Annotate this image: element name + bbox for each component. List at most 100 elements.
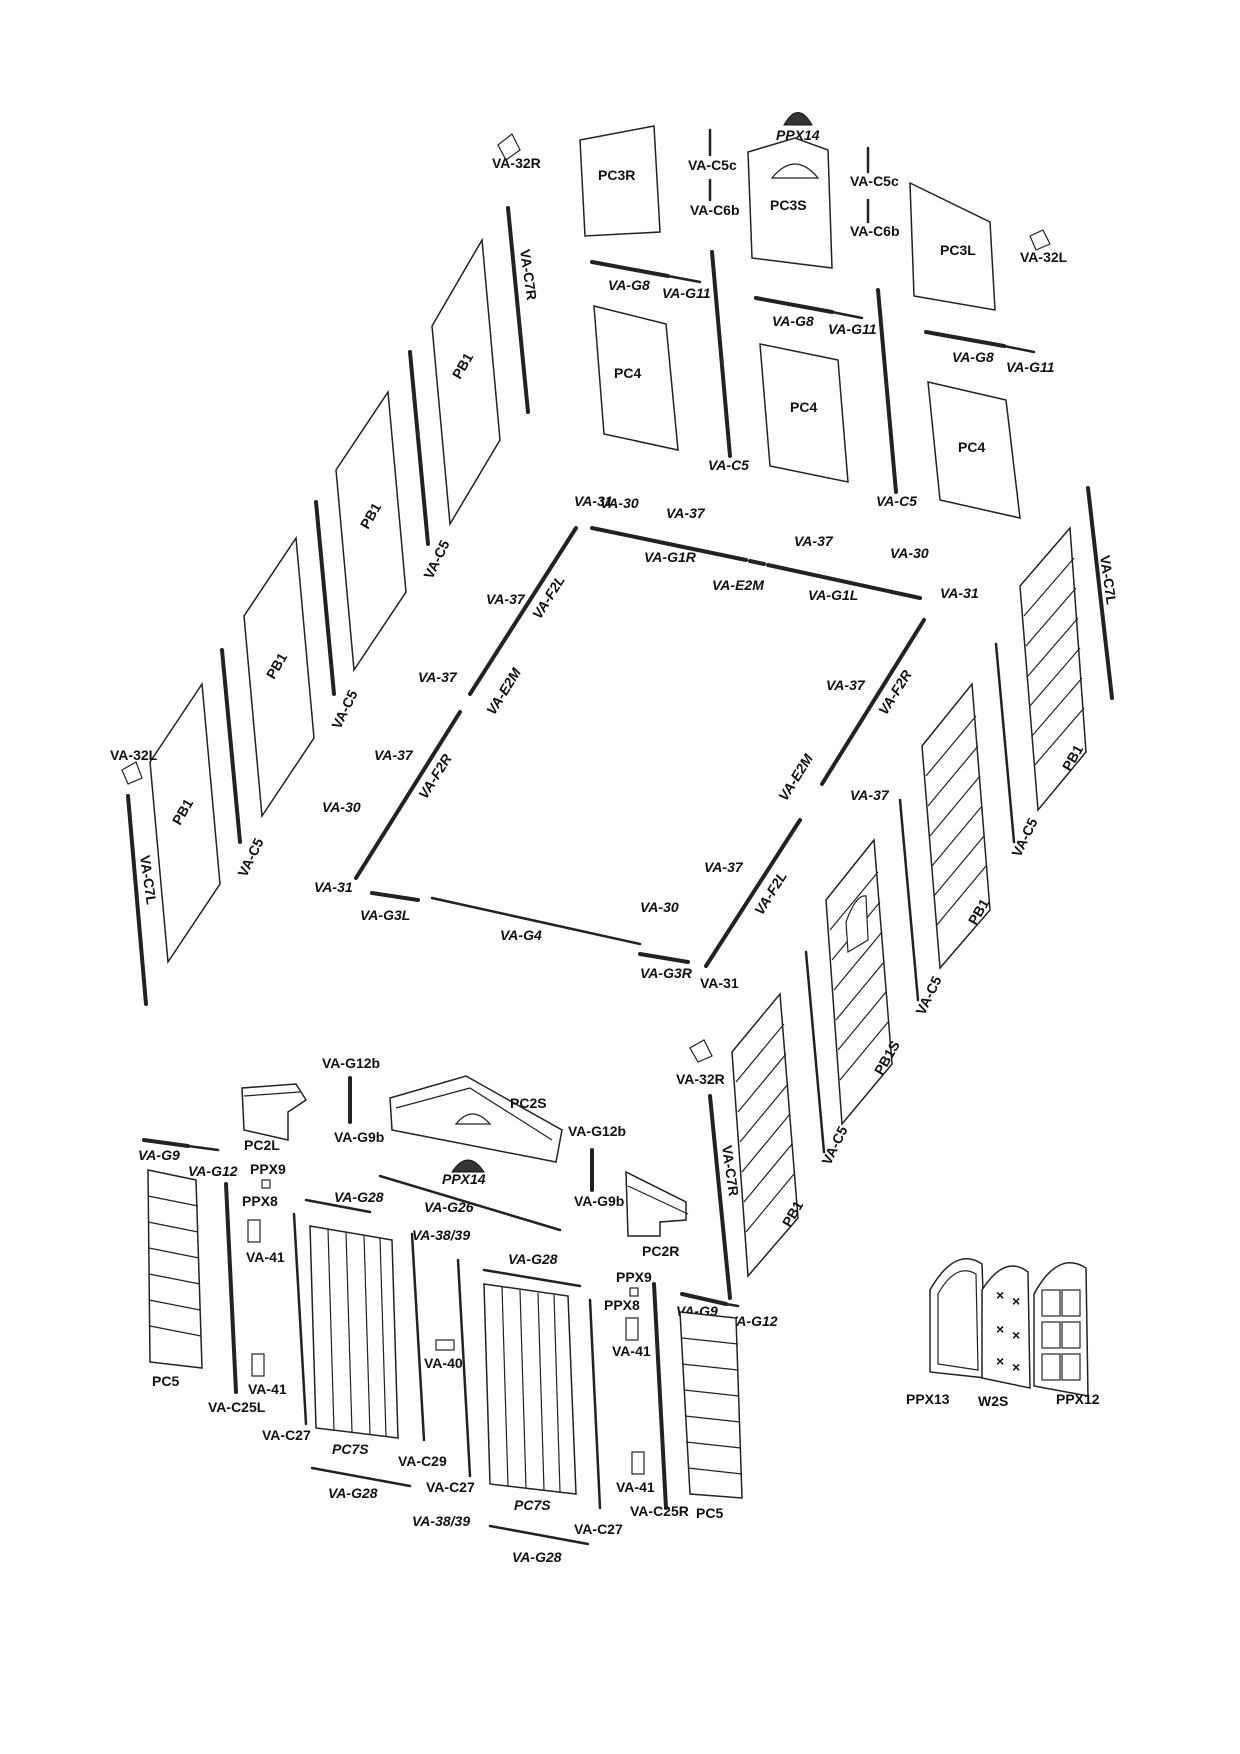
- label-va-c6b-2: VA-C6b: [850, 223, 900, 239]
- label-va-41-d: VA-41: [616, 1479, 655, 1495]
- rail-va-g28-a: [304, 1198, 372, 1214]
- label-pc4-3: PC4: [958, 439, 985, 455]
- label-va-37-f: VA-37: [704, 859, 744, 875]
- svg-text:×: ×: [996, 1321, 1004, 1337]
- label-va-g9b-2: VA-G9b: [574, 1193, 624, 1209]
- rail-va-g8-2: [754, 296, 834, 314]
- label-va-c7l-left: VA-C7L: [137, 854, 160, 906]
- label-va-38-39-a: VA-38/39: [412, 1227, 470, 1243]
- rail-va-g1l: [766, 563, 922, 600]
- panel-pb1-r2: [921, 682, 991, 970]
- rail-va-g28-c: [310, 1466, 412, 1488]
- svg-text:×: ×: [1012, 1327, 1020, 1343]
- label-va-c5c-1: VA-C5c: [688, 157, 737, 173]
- rail-va-g8-3: [924, 330, 1006, 348]
- post-va-c7l-right: [1086, 486, 1114, 700]
- label-va-38-39-b: VA-38/39: [412, 1513, 470, 1529]
- ppx9-left-part-icon: [261, 1179, 271, 1189]
- rear-gable-section: PPX14 VA-32R PC3R VA-C5c VA-C6b PC3S VA-…: [492, 112, 1068, 519]
- rail-va-g11-1: [666, 274, 702, 284]
- post-va-c27-a: [292, 1212, 308, 1426]
- rail-va-g3l: [370, 891, 420, 902]
- label-ppx12: PPX12: [1056, 1391, 1100, 1407]
- label-pc5-right: PC5: [696, 1505, 723, 1521]
- label-va-c5c-2: VA-C5c: [850, 173, 899, 189]
- rail-va-g1r: [590, 526, 748, 562]
- pb1s-window-opening: [845, 895, 869, 954]
- rail-va-g3r: [638, 952, 690, 964]
- label-va-g1l: VA-G1L: [808, 587, 858, 603]
- panel-pb1-r3: [731, 992, 799, 1278]
- label-va-g11-2: VA-G11: [828, 321, 877, 337]
- post-va-c5-3: [220, 648, 242, 844]
- post-va-c25l: [224, 1182, 238, 1394]
- panel-pc5-left: [147, 1169, 203, 1369]
- post-va-c5-1: [408, 350, 430, 546]
- panel-pc5-right: [679, 1311, 743, 1499]
- panel-pc3r: [579, 125, 661, 237]
- panel-pb1-r1: [1019, 526, 1087, 812]
- panel-pb1-4: [149, 681, 221, 965]
- post-va-c5-a: [710, 250, 732, 458]
- label-va-c7r-top: VA-C7R: [517, 248, 540, 301]
- panel-pc4-2: [759, 343, 849, 483]
- label-va-41-b: VA-41: [248, 1381, 287, 1397]
- rail-va-f2l-a: [468, 526, 578, 696]
- pb1s-slats: [829, 871, 889, 1081]
- hinge-va-41-d-icon: [631, 1451, 645, 1475]
- rail-va-g12-right: [724, 1302, 740, 1308]
- label-va-31-a: VA-31: [574, 493, 613, 509]
- label-va-37-d: VA-37: [418, 669, 458, 685]
- door-pc7s-a-boards: [327, 1228, 387, 1437]
- label-va-37-e: VA-37: [374, 747, 414, 763]
- rail-va-g28-b: [482, 1268, 582, 1288]
- label-va32r-top: VA-32R: [492, 155, 541, 171]
- panel-pb1-3: [243, 535, 315, 819]
- va32l-bracket-icon: [1029, 229, 1051, 251]
- label-va-c5-1: VA-C5: [420, 537, 452, 581]
- label-va-c25r: VA-C25R: [630, 1503, 689, 1519]
- svg-text:×: ×: [996, 1287, 1004, 1303]
- label-va-f2l-b: VA-F2L: [751, 868, 790, 917]
- pc5-left-slats: [147, 1195, 202, 1337]
- label-va-c5-b: VA-C5: [876, 493, 917, 509]
- label-pc4-2: PC4: [790, 399, 817, 415]
- panel-pc2r: [625, 1170, 687, 1237]
- label-pc4-1: PC4: [614, 365, 641, 381]
- label-va-g26: VA-G26: [424, 1199, 474, 1215]
- post-va-c5-2: [314, 500, 336, 696]
- door-pc7s-b-boards: [501, 1286, 561, 1493]
- post-va-c5-r2: [898, 798, 920, 1002]
- panel-pb1-1: [431, 237, 501, 527]
- label-ppx8-right: PPX8: [604, 1297, 640, 1313]
- label-ppx14-top: PPX14: [776, 127, 820, 143]
- handle-va-40-icon: [435, 1339, 455, 1351]
- ppx12-grid: [1041, 1289, 1081, 1381]
- label-ppx14-front: PPX14: [442, 1171, 486, 1187]
- label-va-40: VA-40: [424, 1355, 463, 1371]
- label-w2s: W2S: [978, 1393, 1008, 1409]
- label-pc3l: PC3L: [940, 242, 976, 258]
- ppx14-vent-front: [451, 1159, 485, 1173]
- post-va-c25r: [652, 1282, 668, 1510]
- label-ppx9-right: PPX9: [616, 1269, 652, 1285]
- post-va-c7r-right: [708, 1094, 732, 1300]
- label-va-37-h: VA-37: [826, 677, 866, 693]
- label-va-g4: VA-G4: [500, 927, 542, 943]
- label-ppx8-left: PPX8: [242, 1193, 278, 1209]
- panel-pb1s: [825, 838, 893, 1126]
- connector-va-e2m-a: [748, 559, 766, 566]
- ppx9-right-part-icon: [629, 1287, 639, 1297]
- label-va-e2m-a: VA-E2M: [712, 577, 764, 593]
- label-va-g9-left: VA-G9: [138, 1147, 180, 1163]
- front-wall-section: VA-G12b VA-G9b PC2L PC2S VA-G12b VA-G9b …: [138, 1055, 778, 1565]
- pb1-r3-slats: [735, 1023, 795, 1233]
- label-va-37-a: VA-37: [666, 505, 706, 521]
- label-va-g28-a: VA-G28: [334, 1189, 384, 1205]
- label-va-e2m-b: VA-E2M: [483, 665, 524, 718]
- label-va-g12b-1: VA-G12b: [322, 1055, 380, 1071]
- label-va-c5-a: VA-C5: [708, 457, 749, 473]
- label-va32l-top: VA-32L: [1020, 249, 1068, 265]
- label-va-31-d: VA-31: [700, 975, 739, 991]
